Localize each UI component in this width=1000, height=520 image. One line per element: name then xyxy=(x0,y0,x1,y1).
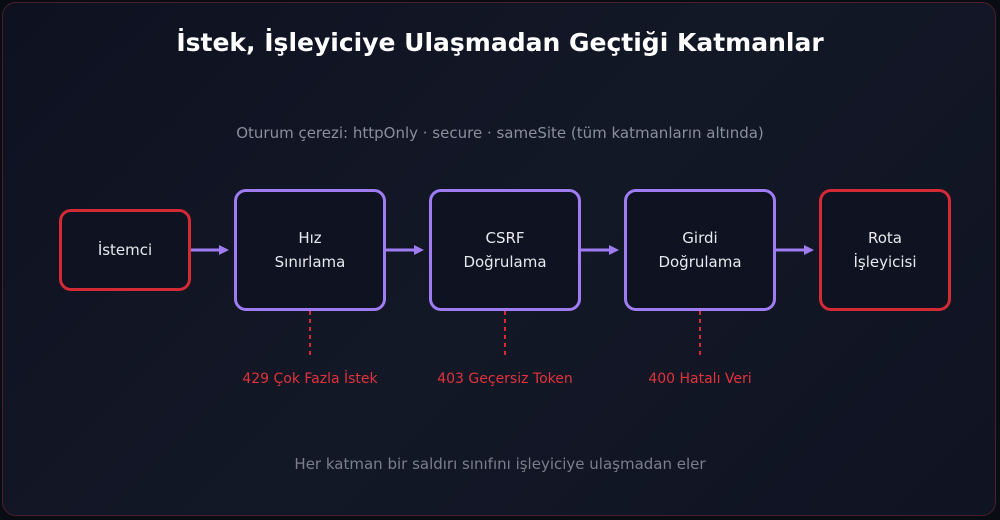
diagram-footer: Her katman bir saldırı sınıfını işleyici… xyxy=(294,455,706,473)
node-rate-limit: Hız Sınırlama xyxy=(234,189,386,311)
error-rate-limit: 429 Çok Fazla İstek xyxy=(242,371,378,387)
diagram-subtitle: Oturum çerezi: httpOnly · secure · sameS… xyxy=(236,124,764,142)
node-rate-limit-label: Hız Sınırlama xyxy=(274,229,346,271)
node-csrf: CSRF Doğrulama xyxy=(429,189,581,311)
node-route-handler: Rota İşleyicisi xyxy=(819,189,951,311)
node-client-label: İstemci xyxy=(97,241,153,259)
node-client: İstemci xyxy=(59,209,191,291)
node-route-handler-label: Rota İşleyicisi xyxy=(853,229,917,271)
node-input-validation-label: Girdi Doğrulama xyxy=(658,229,742,271)
node-input-validation: Girdi Doğrulama xyxy=(624,189,776,311)
diagram-title: İstek, İşleyiciye Ulaşmadan Geçtiği Katm… xyxy=(176,28,824,57)
error-input-validation: 400 Hatalı Veri xyxy=(648,371,752,387)
node-csrf-label: CSRF Doğrulama xyxy=(463,229,547,271)
error-csrf: 403 Geçersiz Token xyxy=(437,371,573,387)
